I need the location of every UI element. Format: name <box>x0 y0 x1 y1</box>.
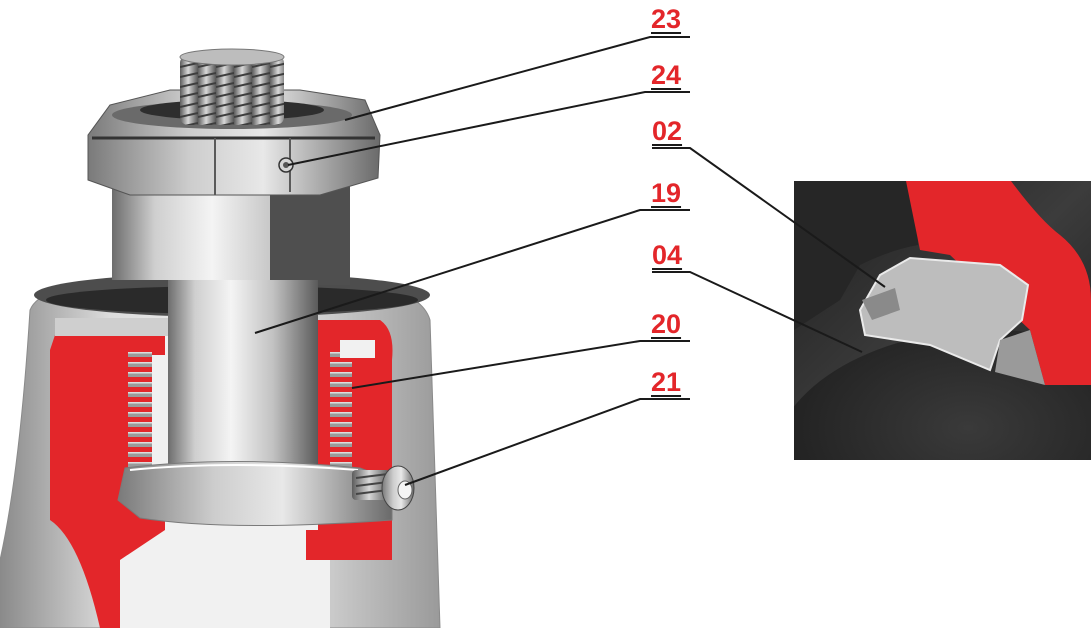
callout-20: 20 <box>651 309 682 339</box>
callout-19: 19 <box>651 178 682 208</box>
leader-24 <box>287 91 690 166</box>
callout-23: 23 <box>651 4 682 34</box>
left-thread-teeth <box>128 352 152 470</box>
callout-24: 24 <box>651 60 682 90</box>
right-thread-teeth <box>330 352 352 468</box>
leader-20 <box>351 340 690 389</box>
callout-21: 21 <box>651 367 682 397</box>
stem-flat <box>270 185 350 285</box>
set-screw <box>352 465 415 511</box>
clamp-ring <box>117 461 393 527</box>
top-threaded-stud <box>180 55 284 125</box>
callout-04: 04 <box>652 240 683 270</box>
leader-04 <box>652 271 863 353</box>
main-assembly <box>0 48 441 629</box>
callout-02: 02 <box>652 116 683 146</box>
leader-02 <box>652 147 886 288</box>
stem-cylinder <box>168 280 318 470</box>
leader-23 <box>344 36 690 121</box>
detail-view <box>794 181 1091 460</box>
leader-21 <box>404 398 690 486</box>
leader-lines <box>254 36 886 486</box>
hex-nut <box>87 89 381 196</box>
leader-19 <box>254 209 690 334</box>
